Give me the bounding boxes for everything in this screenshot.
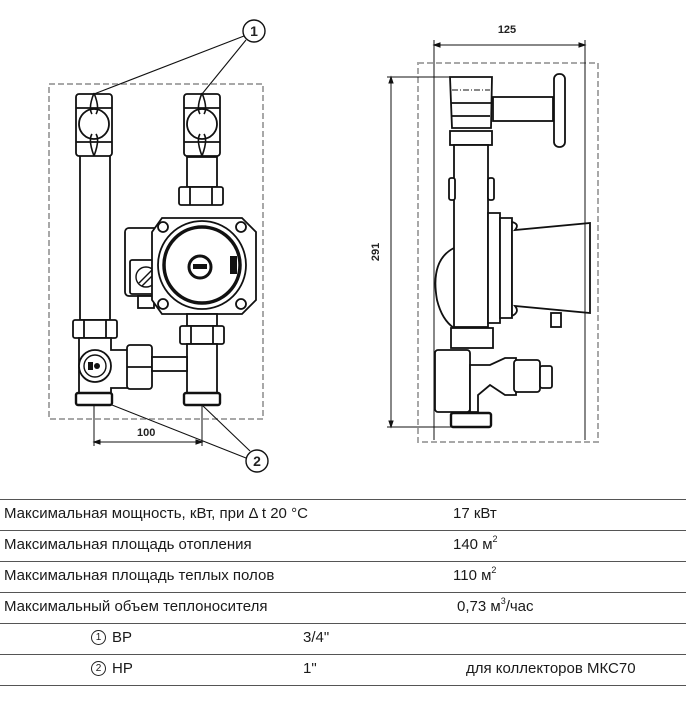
callout-2-marker: 2 xyxy=(91,661,106,676)
right-union-nut xyxy=(178,186,224,206)
spec-row-floor-heating-area: Максимальная площадь теплых полов 110 м2 xyxy=(0,561,686,592)
callout-2-number: 2 xyxy=(253,453,261,469)
dimension-depth-label: 125 xyxy=(498,24,516,36)
side-mixing-block xyxy=(434,349,471,413)
left-bottom-connection xyxy=(74,391,114,407)
left-riser-pipe xyxy=(79,154,111,321)
callout-1-number: 1 xyxy=(250,23,258,39)
dimension-width-label: 100 xyxy=(137,427,155,439)
spec-value: 140 м2 xyxy=(453,534,498,554)
dimension-depth-125 xyxy=(432,40,587,440)
front-view xyxy=(48,83,264,420)
bypass-pipe xyxy=(151,356,188,372)
connection-marker: 2 НР xyxy=(91,660,133,677)
side-view-boundary xyxy=(417,62,599,443)
side-riser-pipe xyxy=(453,144,489,328)
right-upper-pipe xyxy=(186,156,218,188)
spec-label: Максимальная мощность, кВт, при Δ t 20 °… xyxy=(4,505,308,522)
connection-marker: 1 ВР xyxy=(91,629,132,646)
connection-size: 1" xyxy=(303,660,317,677)
dimension-height-label: 291 xyxy=(370,243,382,261)
connection-note: для коллекторов МКС70 xyxy=(466,660,636,677)
left-union-nut xyxy=(72,319,118,339)
spec-value: 0,73 м3/час xyxy=(457,596,534,616)
side-valve-lever xyxy=(553,73,566,148)
side-pump-housing xyxy=(487,212,501,324)
connection-thread-type: ВР xyxy=(112,629,133,646)
callout-2: 2 xyxy=(111,404,269,473)
side-bottom-connection xyxy=(449,411,493,429)
callout-1-marker: 1 xyxy=(91,630,106,645)
right-ball-valve xyxy=(183,92,221,157)
spec-value: 17 кВт xyxy=(453,505,497,522)
side-valve-head xyxy=(513,359,541,393)
front-view-boundary xyxy=(48,83,264,420)
spec-row-coolant-volume: Максимальный объем теплоносителя 0,73 м3… xyxy=(0,592,686,623)
spec-label: Максимальная площадь теплых полов xyxy=(4,567,275,584)
connection-size: 3/4" xyxy=(303,629,330,646)
connection-thread-type: НР xyxy=(112,660,133,677)
spec-value: 110 м2 xyxy=(453,565,497,585)
pump-outlet-union xyxy=(179,325,225,345)
callout-1: 1 xyxy=(93,19,266,95)
right-lower-pipe xyxy=(186,343,218,395)
spec-row-max-power: Максимальная мощность, кВт, при Δ t 20 °… xyxy=(0,499,686,530)
spec-row-heating-area: Максимальная площадь отопления 140 м2 xyxy=(0,530,686,561)
circulation-pump xyxy=(124,217,257,315)
side-pump-motor-cover xyxy=(434,247,455,329)
dimension-width-100 xyxy=(92,405,204,446)
dimension-height-291 xyxy=(387,75,492,429)
connection-row-2: 2 НР 1" для коллекторов МКС70 xyxy=(0,654,686,686)
side-view xyxy=(417,62,599,443)
right-bottom-connection xyxy=(182,391,222,407)
connection-row-1: 1 ВР 3/4" xyxy=(0,623,686,654)
spec-label: Максимальный объем теплоносителя xyxy=(4,598,268,615)
technical-drawing: 100 1 2 xyxy=(48,19,599,473)
left-ball-valve xyxy=(75,92,113,157)
spec-label: Максимальная площадь отопления xyxy=(4,536,252,553)
